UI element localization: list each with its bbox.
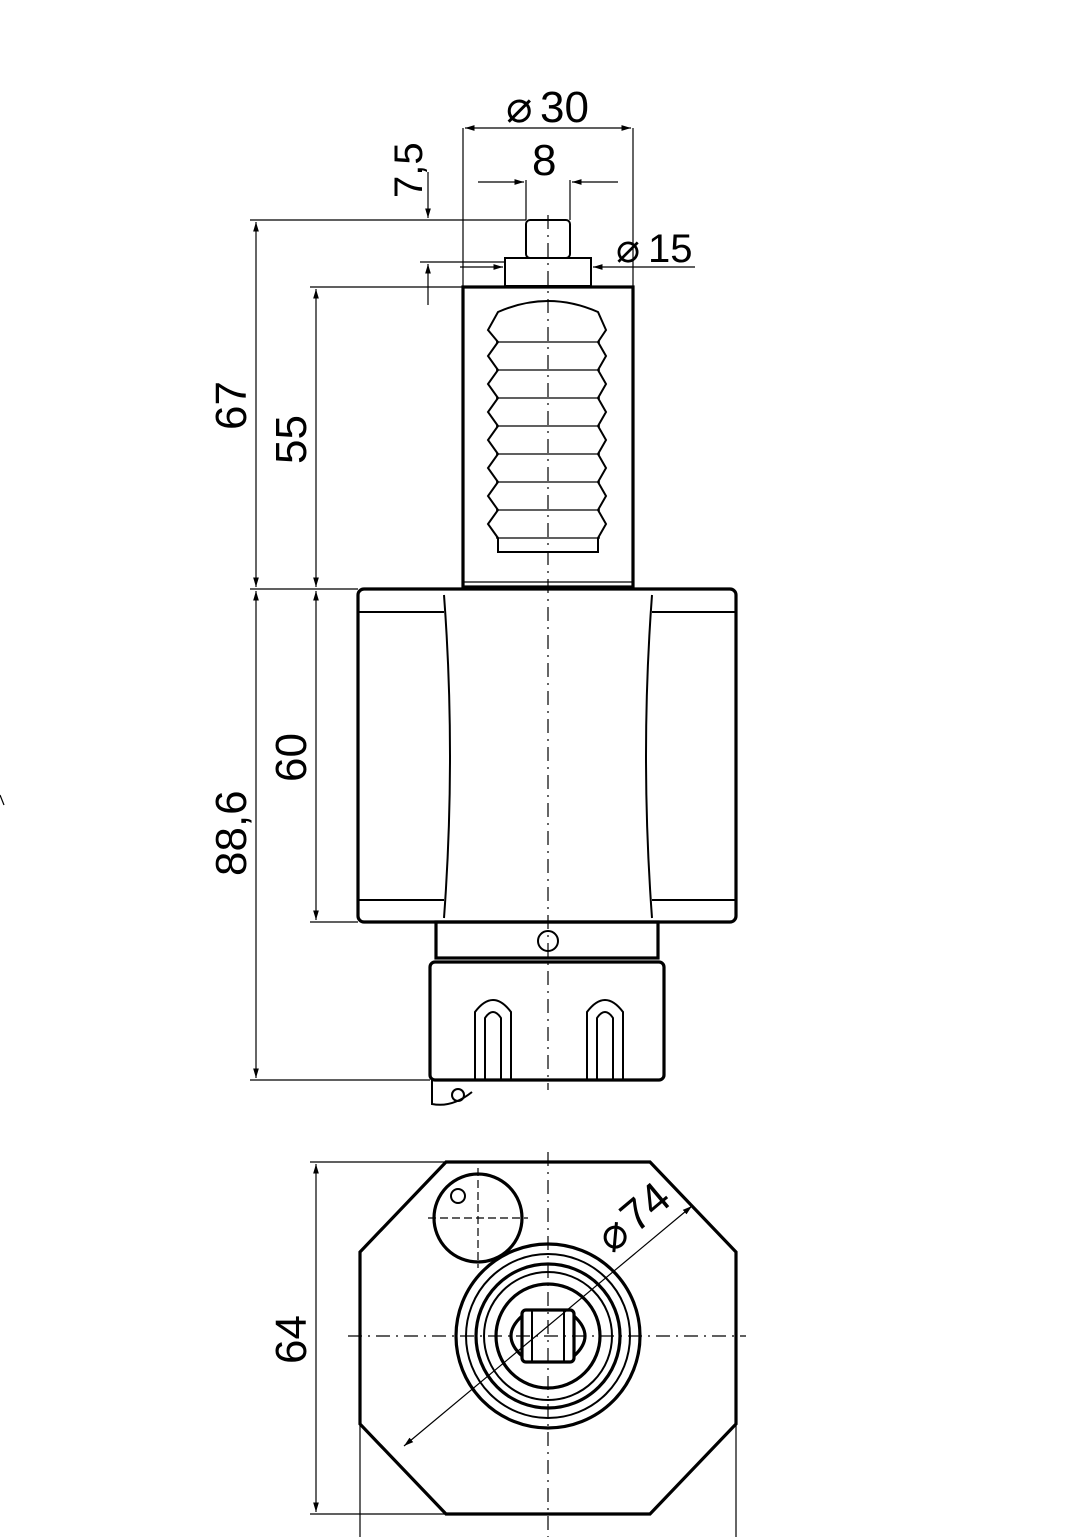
nose-ring <box>434 920 660 960</box>
dim-dia-30: 30 <box>540 83 589 132</box>
end-outline <box>358 1160 738 1516</box>
collet-nut <box>428 960 666 1106</box>
side-view: ⌀ 30 8 7,5 ⌀ 15 67 55 60 88,6 <box>207 83 738 1106</box>
dim-body-60: 60 <box>267 733 316 782</box>
bellows <box>486 300 608 553</box>
dim-dia-30-symbol: ⌀ <box>506 83 533 132</box>
dim-width-8: 8 <box>532 136 556 185</box>
shank <box>461 285 635 589</box>
dim-overall-88-6: 88,6 <box>207 790 256 876</box>
dim-height-7-5: 7,5 <box>387 142 431 198</box>
edge-mark <box>0 794 5 806</box>
dim-dia-15-symbol: ⌀ <box>616 227 640 271</box>
locator-hole <box>450 1188 466 1204</box>
dim-total-67: 67 <box>207 381 256 430</box>
dim-dia-15: 15 <box>648 227 693 271</box>
dim-height-64: 64 <box>267 1315 316 1364</box>
main-body <box>356 581 738 924</box>
dim-shank-55: 55 <box>267 415 316 464</box>
end-view: ⌀ 74 64 <box>267 1152 746 1537</box>
